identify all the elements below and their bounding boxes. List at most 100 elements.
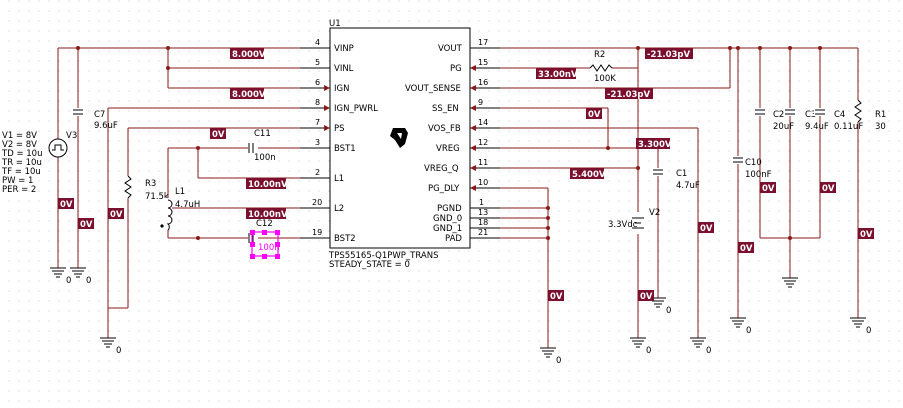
left-junctions xyxy=(76,46,200,240)
c7-value: 9.6uF xyxy=(94,121,118,131)
c12-ref: C12 xyxy=(256,219,273,229)
pin-num-15: 15 xyxy=(478,58,488,67)
v-marker-ss-en: 0V xyxy=(588,110,601,120)
svg-text:TD = 10u: TD = 10u xyxy=(1,149,42,159)
c1-ref: C1 xyxy=(676,169,687,179)
c12-capacitor[interactable] xyxy=(248,230,280,259)
pin-num-12: 12 xyxy=(478,138,488,147)
c12-value: 100n xyxy=(258,243,280,253)
ic-part: TPS55165-Q1PWP_TRANS xyxy=(328,251,438,261)
gnd-label: 0 xyxy=(706,346,711,356)
v-marker-vreg: 3.300V xyxy=(638,140,672,150)
pin-num-20: 20 xyxy=(312,198,322,207)
pin-name-gnd0: GND_0 xyxy=(433,214,462,224)
pin-num-3: 3 xyxy=(315,138,320,147)
c1-capacitor[interactable] xyxy=(652,168,664,176)
v3-params: V1 = 8V V2 = 8V TD = 10u TR = 10u TF = 1… xyxy=(1,131,42,195)
c2-value: 20uF xyxy=(773,122,794,132)
svg-text:TR = 10u: TR = 10u xyxy=(1,158,42,168)
v-marker-l2: 10.00nV xyxy=(248,210,288,220)
right-junctions xyxy=(546,46,822,240)
pin-num-14: 14 xyxy=(478,118,488,127)
c10-value: 100nF xyxy=(745,170,772,180)
v2-ref: V2 xyxy=(649,208,660,218)
c1-value: 4.7uF xyxy=(676,181,700,191)
c3-value: 9.4uF xyxy=(805,122,829,132)
r1-value: 30 xyxy=(875,122,886,132)
pin-num-21: 21 xyxy=(478,228,488,237)
gnd-label: 0 xyxy=(86,276,91,286)
r1-resistor[interactable] xyxy=(854,99,862,123)
l1-value: 4.7uH xyxy=(175,200,200,210)
r3-ref: R3 xyxy=(145,179,156,189)
pin-num-2: 2 xyxy=(315,168,320,177)
l1-ref: L1 xyxy=(175,187,185,197)
v-marker-vout: -21.03pV xyxy=(647,50,690,60)
right-wires xyxy=(500,47,859,348)
pin-num-19: 19 xyxy=(312,228,322,237)
c4-ref: C4 xyxy=(834,110,845,120)
r1-ref: R1 xyxy=(875,110,886,120)
c4-capacitor[interactable] xyxy=(814,108,826,116)
v2-source[interactable] xyxy=(630,212,646,234)
pin-name-bst2: BST2 xyxy=(334,234,356,244)
pin-name-l2: L2 xyxy=(334,204,344,214)
pin-name-ps: PS xyxy=(334,124,345,134)
v-marker-l1: 10.00nV xyxy=(248,180,288,190)
v-marker-v3a: 0V xyxy=(60,200,73,210)
pin-name-vout-sense: VOUT_SENSE xyxy=(405,84,461,94)
pin-name-vinl: VINL xyxy=(334,64,354,74)
ground-symbols xyxy=(50,267,866,358)
v-marker-ps: 0V xyxy=(212,130,225,140)
v-marker-v3b: 0V xyxy=(80,220,93,230)
r2-ref: R2 xyxy=(594,50,605,60)
v-marker-vinp: 8.000V xyxy=(232,50,266,60)
v-marker-r3: 0V xyxy=(110,210,123,220)
svg-text:V1 = 8V: V1 = 8V xyxy=(2,131,37,141)
pin-name-vinp: VINP xyxy=(334,44,354,54)
pin-name-ss-en: SS_EN xyxy=(432,104,459,114)
v-marker-c1: 0V xyxy=(700,224,713,234)
pin-num-17: 17 xyxy=(478,38,488,47)
v-marker-pg: 33.00nV xyxy=(538,70,578,80)
pin-num-10: 10 xyxy=(478,178,488,187)
pin-name-gnd1: GND_1 xyxy=(433,224,462,234)
pin-name-vos-fb: VOS_FB xyxy=(428,124,461,134)
v3-ref: V3 xyxy=(66,131,77,141)
c7-ref: C7 xyxy=(94,110,105,120)
ti-logo-icon xyxy=(390,128,408,148)
c11-capacitor[interactable] xyxy=(248,143,254,153)
ic-param: STEADY_STATE = 0 xyxy=(329,260,410,270)
c10-capacitor[interactable] xyxy=(732,156,744,164)
c2-ref: C2 xyxy=(773,110,784,120)
l1-inductor[interactable] xyxy=(160,198,173,231)
c10-ref: C10 xyxy=(745,158,762,168)
r2-resistor[interactable] xyxy=(589,64,613,72)
svg-text:V2 = 8V: V2 = 8V xyxy=(2,140,37,150)
pin-name-pg: PG xyxy=(450,64,462,74)
pin-num-13: 13 xyxy=(478,208,488,217)
pin-num-5: 5 xyxy=(315,58,320,67)
left-wires xyxy=(57,47,300,338)
v2-value: 3.3Vdc xyxy=(608,220,638,230)
pin-num-11: 11 xyxy=(478,158,488,167)
r3-resistor[interactable] xyxy=(124,175,132,199)
pin-name-vreg: VREG xyxy=(436,144,460,154)
pin-name-l1: L1 xyxy=(334,174,344,184)
pin-num-9: 9 xyxy=(478,98,483,107)
pin-num-4: 4 xyxy=(315,38,320,47)
pin-name-ign-pwrl: IGN_PWRL xyxy=(334,104,378,114)
v-marker-c3: 0V xyxy=(822,184,835,194)
v3-source[interactable] xyxy=(48,138,68,158)
v-marker-r1: 0V xyxy=(860,230,873,240)
c7-capacitor[interactable] xyxy=(72,108,84,116)
pin-name-vout: VOUT xyxy=(438,44,463,54)
pin-name-pgnd: PGND xyxy=(437,204,462,214)
c2-capacitor[interactable] xyxy=(754,108,766,116)
c3-capacitor[interactable] xyxy=(784,108,796,116)
v-marker-vout-sense: -21.03pV xyxy=(607,90,650,100)
c3-ref: C3 xyxy=(805,110,816,120)
c4-value: 0.11uF xyxy=(834,122,863,132)
